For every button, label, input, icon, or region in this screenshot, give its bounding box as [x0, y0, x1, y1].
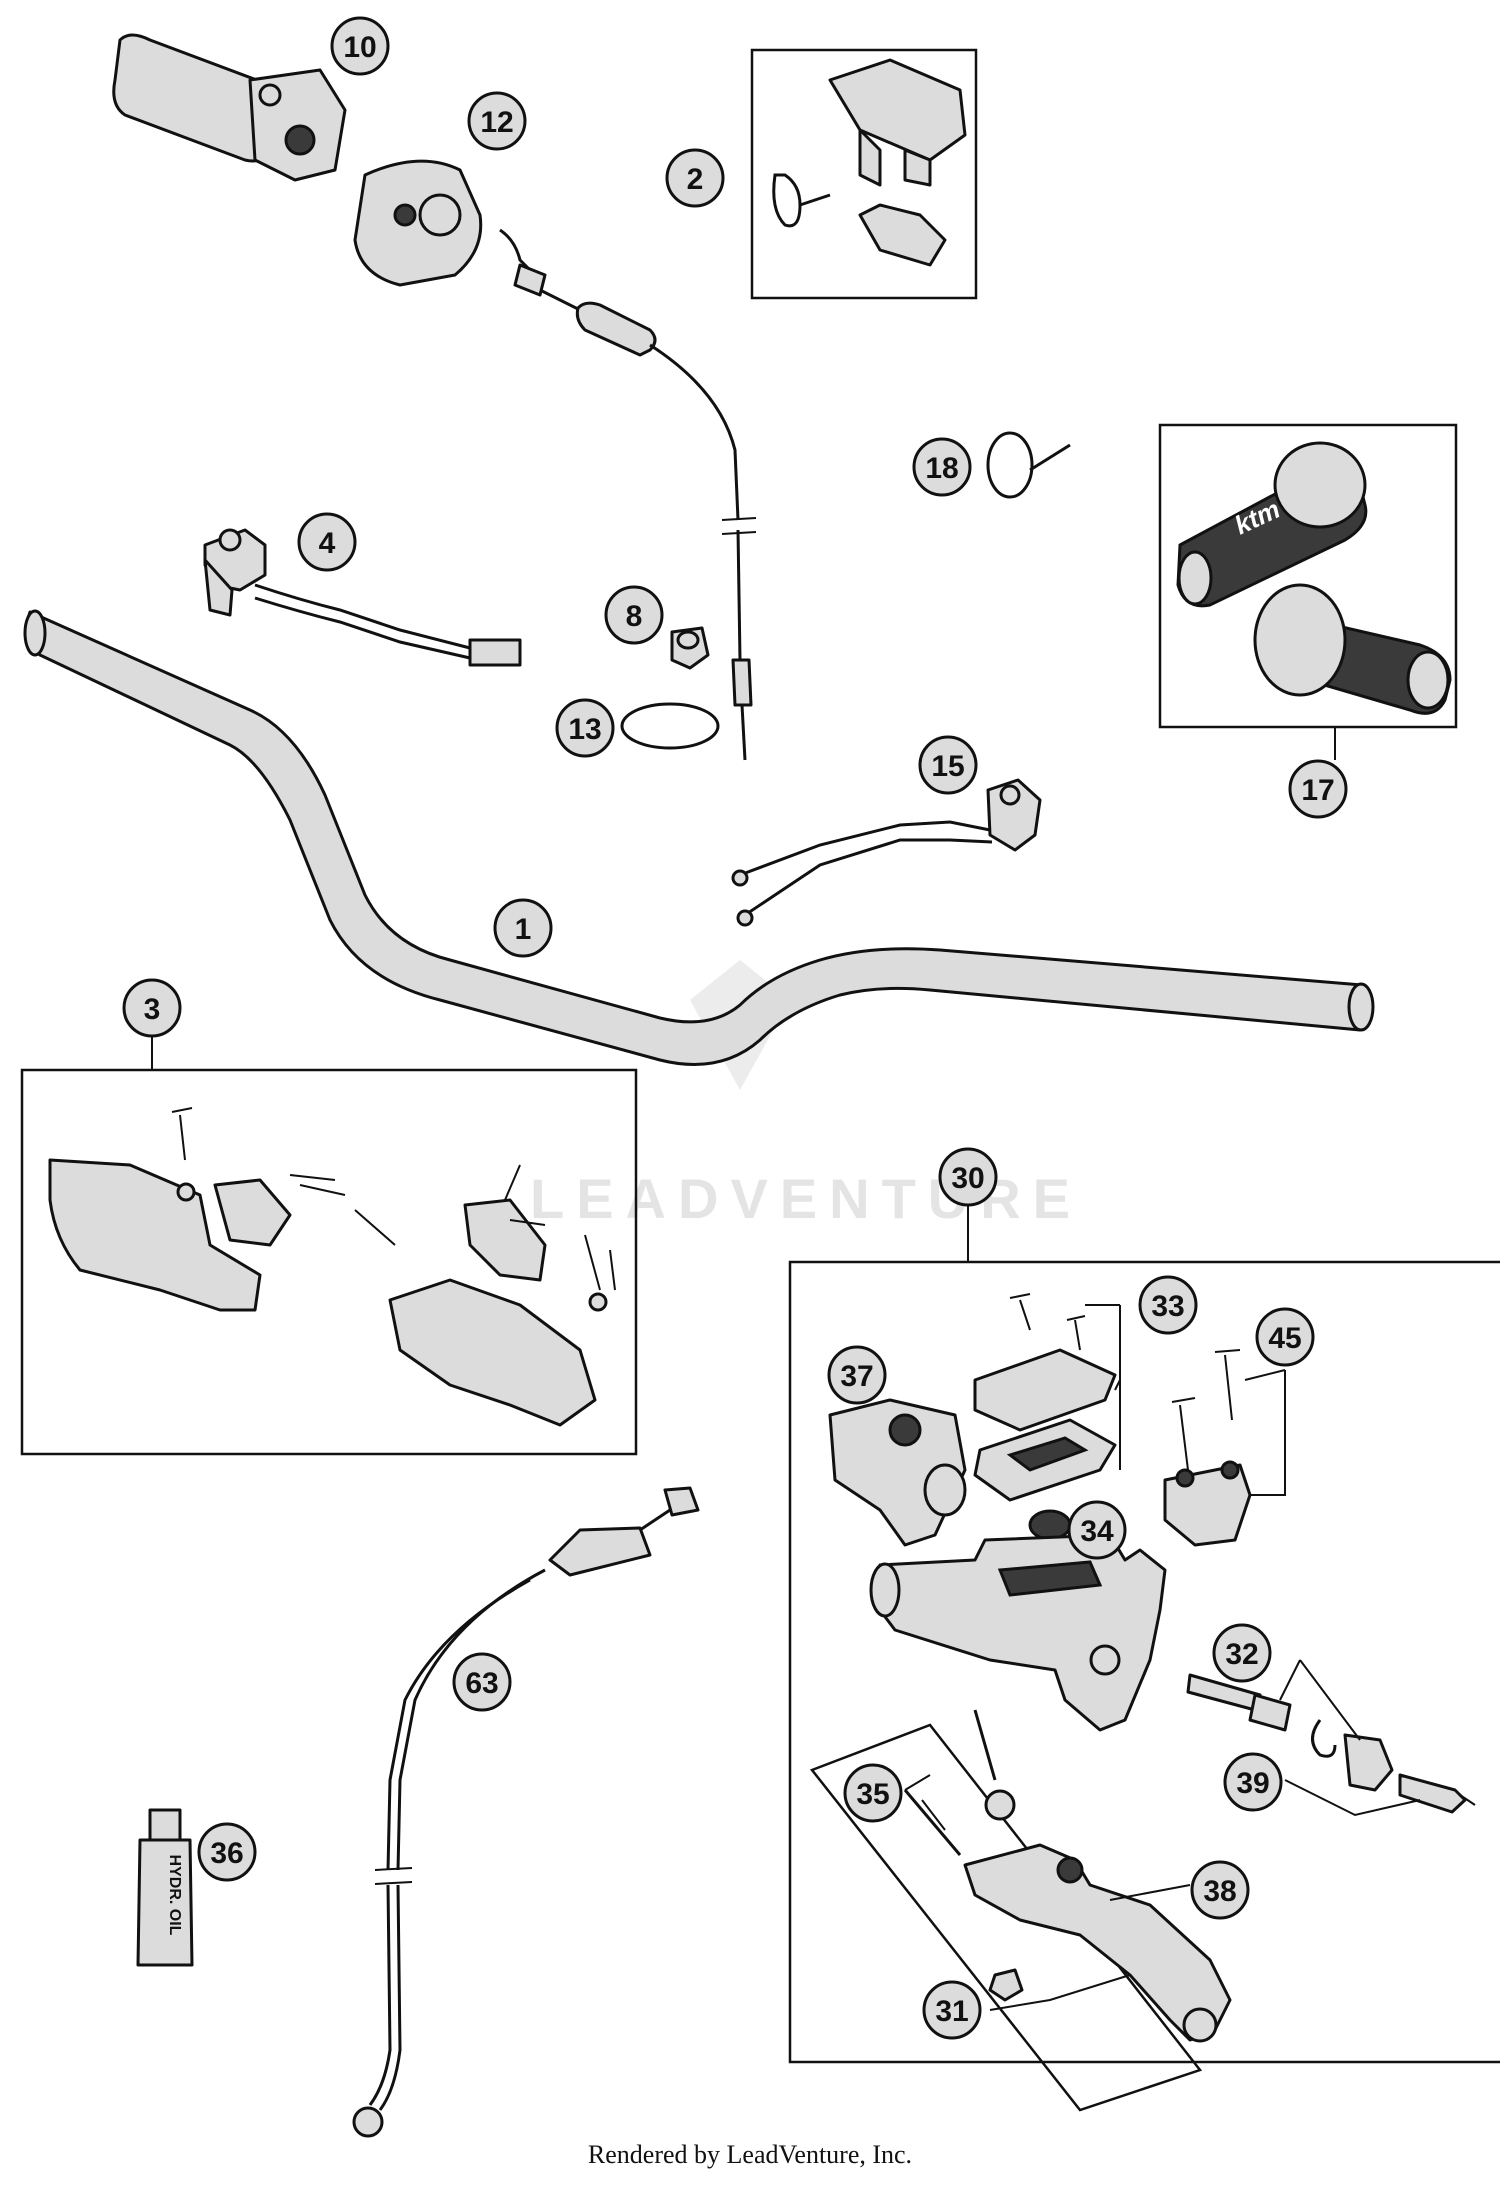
svg-text:2: 2	[687, 163, 704, 196]
switch-kit-frame	[750, 48, 978, 300]
oil-bottle-label: HYDR. OIL	[166, 1855, 183, 1936]
svg-text:13: 13	[568, 713, 601, 746]
callout-36: 36	[197, 1822, 257, 1882]
throttle-cable-part[interactable]	[499, 228, 757, 761]
callout-31: 31	[922, 1980, 982, 2040]
reservoir-cover-part[interactable]	[973, 1293, 1117, 1502]
callout-1: 1	[493, 898, 553, 958]
svg-text:37: 37	[840, 1360, 873, 1393]
callout-2: 2	[665, 148, 725, 208]
footer-credit: Rendered by LeadVenture, Inc.	[587, 2140, 913, 2169]
lever-cover-part[interactable]	[828, 1398, 967, 1547]
callout-34: 34	[1067, 1500, 1127, 1560]
clamp-part[interactable]	[1163, 1349, 1252, 1547]
watermark-text: LEADVENTURE	[530, 1167, 1082, 1230]
svg-text:8: 8	[626, 600, 643, 633]
throttle-housing-cover-part[interactable]	[353, 159, 483, 287]
grips-part[interactable]: ktm	[1176, 441, 1452, 715]
callout-35: 35	[843, 1763, 903, 1823]
kill-switch-part[interactable]	[203, 528, 522, 667]
callout-15: 15	[918, 735, 978, 795]
hot-start-switch-part[interactable]	[731, 778, 1042, 927]
push-rod-part[interactable]	[1398, 1773, 1476, 1814]
leader-lines	[151, 727, 1421, 2011]
svg-text:45: 45	[1268, 1322, 1301, 1355]
seal-part[interactable]	[1028, 1509, 1072, 1541]
callout-45: 45	[1255, 1307, 1315, 1367]
hot-start-cable-part[interactable]	[352, 1486, 700, 2138]
svg-text:15: 15	[931, 750, 964, 783]
svg-text:30: 30	[951, 1162, 984, 1195]
svg-text:12: 12	[480, 106, 513, 139]
o-ring-part[interactable]	[620, 702, 720, 750]
svg-text:36: 36	[210, 1837, 243, 1870]
svg-text:39: 39	[1236, 1767, 1269, 1800]
callout-10: 10	[330, 16, 390, 76]
svg-text:4: 4	[319, 527, 336, 560]
svg-text:17: 17	[1301, 774, 1334, 807]
callout-39: 39	[1223, 1752, 1283, 1812]
svg-text:31: 31	[935, 1995, 968, 2028]
callout-12: 12	[467, 91, 527, 151]
callout-63: 63	[452, 1652, 512, 1712]
lever-kit-frame	[809, 1723, 1203, 2112]
callout-4: 4	[297, 512, 357, 572]
adjuster-screw-part[interactable]	[903, 1709, 1016, 1856]
cable-tie-part[interactable]	[986, 431, 1071, 499]
handguards-part[interactable]	[48, 1107, 616, 1427]
svg-text:35: 35	[856, 1778, 889, 1811]
brake-lever-part[interactable]	[963, 1843, 1232, 2043]
callout-30: 30	[938, 1147, 998, 1207]
clip-part[interactable]	[670, 626, 710, 670]
hydraulic-oil-part[interactable]: HYDR. OIL	[136, 1808, 194, 1967]
callout-17: 17	[1288, 759, 1348, 819]
svg-text:38: 38	[1203, 1875, 1236, 1908]
svg-text:63: 63	[465, 1667, 498, 1700]
svg-text:3: 3	[144, 993, 161, 1026]
callout-38: 38	[1190, 1860, 1250, 1920]
master-cylinder-part[interactable]	[869, 1533, 1167, 1732]
piston-kit-part[interactable]	[1186, 1673, 1394, 1792]
svg-text:1: 1	[515, 913, 532, 946]
callout-13: 13	[555, 698, 615, 758]
handlebar-part[interactable]	[23, 609, 1375, 1066]
callout-33: 33	[1138, 1275, 1198, 1335]
callout-37: 37	[827, 1345, 887, 1405]
callout-32: 32	[1212, 1623, 1272, 1683]
svg-text:18: 18	[925, 452, 958, 485]
callout-3: 3	[122, 978, 182, 1038]
throttle-grip-part[interactable]	[112, 33, 347, 182]
brake-assembly-frame	[788, 1260, 1500, 2064]
grips-frame	[1158, 423, 1458, 729]
svg-text:34: 34	[1080, 1515, 1114, 1548]
switch-part[interactable]	[772, 58, 967, 267]
svg-text:33: 33	[1151, 1290, 1184, 1323]
callout-18: 18	[912, 437, 972, 497]
svg-text:10: 10	[343, 31, 376, 64]
svg-text:32: 32	[1225, 1638, 1258, 1671]
callout-8: 8	[604, 585, 664, 645]
handguards-frame	[20, 1068, 638, 1456]
